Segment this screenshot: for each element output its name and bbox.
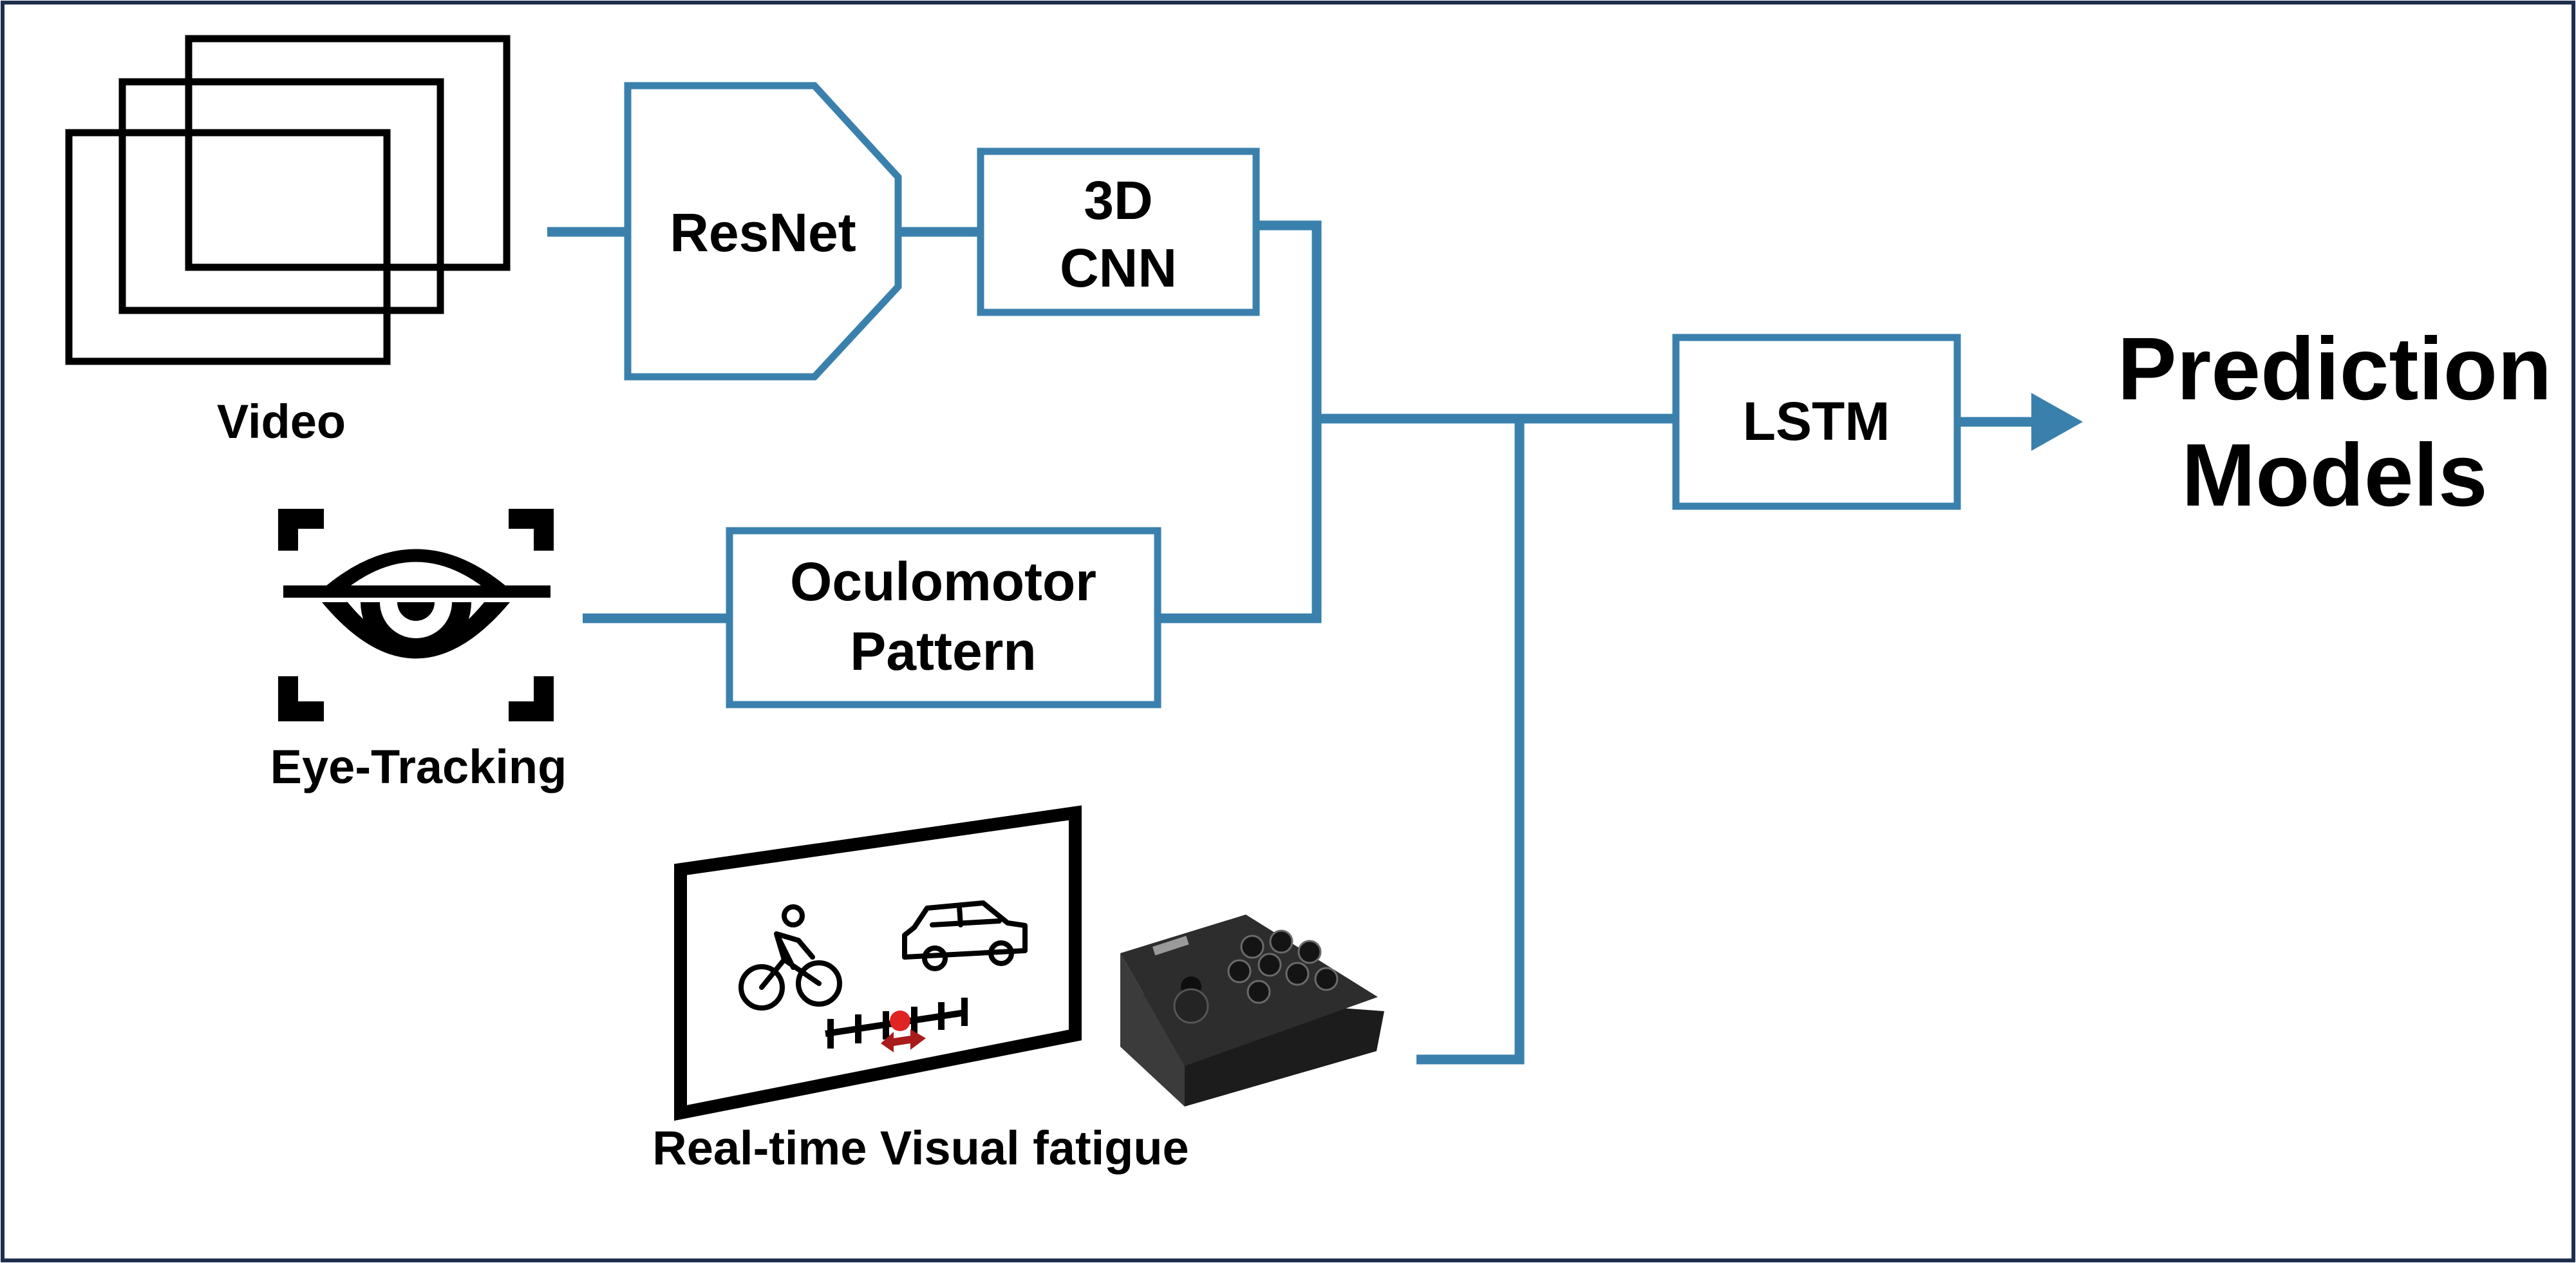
cyclist-body — [759, 931, 822, 990]
cnn3d-box — [977, 147, 1260, 316]
cyclist-car-scene-icon — [674, 805, 1082, 1121]
video-input: Video — [65, 35, 511, 448]
cnn3d-node: 3D CNN — [977, 147, 1260, 316]
controller-button — [1227, 959, 1252, 983]
controller-button — [1285, 962, 1310, 986]
frame-back — [185, 35, 511, 271]
edge-fatigue-merge — [1416, 419, 1525, 1065]
resnet-shape — [624, 82, 902, 381]
controller-button — [1314, 967, 1339, 991]
car-window-divider — [930, 904, 1002, 927]
cyclist-icon — [738, 904, 842, 1011]
oculomotor-node: Oculomotor Pattern — [726, 527, 1161, 708]
eye-pupil — [397, 602, 435, 621]
fatigue-rating-scale — [825, 998, 968, 1052]
screen-frame — [674, 805, 1082, 1121]
cnn3d-label-line2: CNN — [1060, 238, 1177, 298]
controller-button — [1240, 935, 1264, 959]
oculomotor-box — [726, 527, 1161, 708]
car-wheel-front — [988, 940, 1014, 966]
bracket-top-left — [278, 509, 324, 551]
bike-wheel-rear — [738, 964, 785, 1011]
oculomotor-label-line1: Oculomotor — [790, 551, 1096, 612]
joystick-base — [1173, 988, 1209, 1024]
resnet-node: ResNet — [624, 82, 902, 381]
car-icon — [902, 900, 1028, 971]
output: Prediction Models — [2118, 319, 2552, 525]
eye-scan-line — [283, 585, 550, 598]
stacked-frames-icon — [65, 35, 511, 365]
controller-button — [1297, 940, 1322, 964]
frame-middle — [118, 78, 444, 314]
visual-fatigue-label: Real-time Visual fatigue — [652, 1121, 1189, 1175]
arcade-controller-icon — [1120, 915, 1384, 1106]
eye-pupil-ring — [361, 602, 471, 658]
edges — [547, 220, 2083, 1065]
bracket-top-right — [509, 509, 554, 551]
car-wheel-rear — [922, 945, 948, 971]
scale-marker-arrows — [881, 1029, 926, 1052]
eye-tracking-label: Eye-Tracking — [270, 740, 567, 793]
controller-buttons — [1227, 929, 1339, 1004]
visual-fatigue-input: Real-time Visual fatigue — [652, 805, 1384, 1175]
eye-lower — [322, 602, 510, 659]
lstm-node: LSTM — [1672, 334, 1961, 510]
output-label-line2: Models — [2181, 426, 2487, 525]
cyclist-head — [782, 904, 805, 927]
resnet-label: ResNet — [670, 202, 856, 263]
output-label-line1: Prediction — [2118, 319, 2552, 419]
eye-scan-icon — [278, 509, 554, 721]
cnn3d-label-line1: 3D — [1084, 170, 1152, 231]
bracket-bottom-right — [509, 676, 554, 721]
controller-panel — [1152, 936, 1189, 956]
lstm-box — [1672, 334, 1961, 510]
eye-lid-top — [322, 549, 510, 589]
car-body — [902, 900, 1028, 960]
frame-front — [65, 129, 391, 365]
bracket-bottom-left — [278, 676, 324, 721]
controller-button — [1257, 953, 1282, 977]
scale-ticks — [827, 998, 968, 1049]
video-label: Video — [217, 395, 346, 448]
oculomotor-label-line2: Pattern — [850, 621, 1036, 681]
controller-button — [1246, 980, 1271, 1004]
output-arrowhead — [2031, 393, 2083, 451]
controller-button — [1269, 929, 1293, 954]
lstm-label: LSTM — [1743, 391, 1890, 451]
controller-rim — [1120, 953, 1185, 1106]
bike-wheel-front — [796, 960, 842, 1007]
eye-tracking-input: Eye-Tracking — [270, 509, 567, 793]
scale-marker — [890, 1011, 910, 1031]
